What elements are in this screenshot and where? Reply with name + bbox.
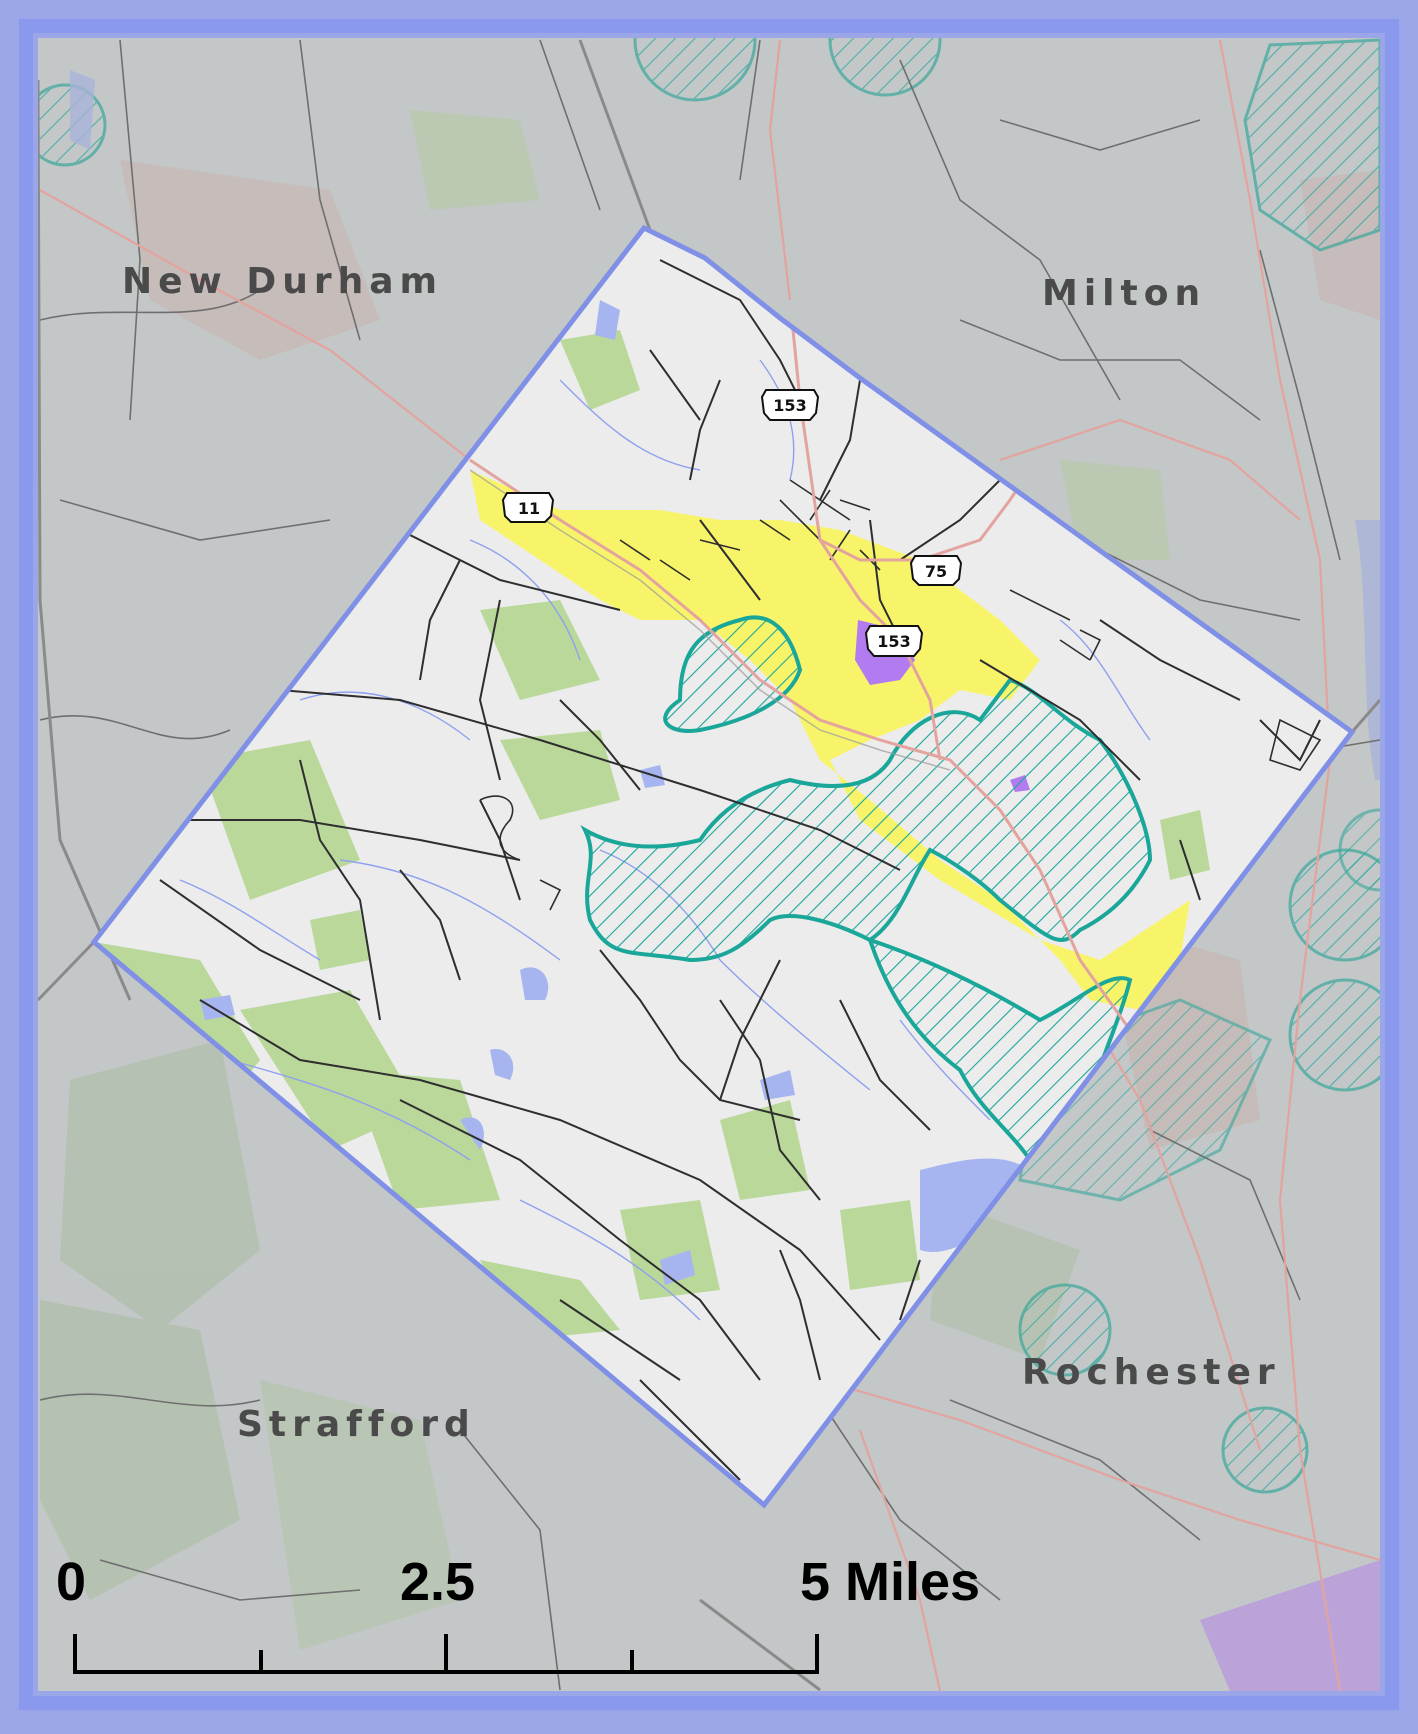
town-highway-casing bbox=[469, 469, 951, 771]
basemap bbox=[38, 38, 1380, 1691]
route-shield-75: 75 bbox=[909, 555, 963, 586]
town-interior-features bbox=[94, 259, 1322, 1481]
label-new-durham: New Durham bbox=[122, 261, 443, 302]
aquifer-hatched-zones bbox=[580, 615, 1153, 1163]
village-streets bbox=[479, 479, 1322, 911]
svg-text:11: 11 bbox=[518, 499, 540, 518]
route-shield-us11: 11 bbox=[501, 492, 555, 523]
route-shield-153-south: 153 bbox=[864, 625, 924, 657]
scale-label-0: 0 bbox=[56, 1552, 86, 1612]
scale-bar: 0 2.5 5 Miles bbox=[56, 1552, 980, 1674]
route-shield-153-north: 153 bbox=[760, 389, 820, 421]
svg-text:153: 153 bbox=[773, 396, 806, 415]
town-water bbox=[200, 300, 1030, 1285]
scale-label-5-miles: 5 Miles bbox=[800, 1552, 980, 1612]
village-zone bbox=[470, 470, 1190, 1010]
svg-text:153: 153 bbox=[877, 632, 910, 651]
svg-text:75: 75 bbox=[925, 562, 947, 581]
town-local-roads bbox=[159, 259, 1321, 1481]
label-strafford: Strafford bbox=[237, 1404, 476, 1445]
map-border bbox=[19, 19, 1399, 1710]
outside-water bbox=[70, 70, 1380, 780]
outside-major-roads bbox=[38, 39, 1380, 1691]
scale-label-2-5: 2.5 bbox=[400, 1552, 475, 1612]
label-milton: Milton bbox=[1042, 273, 1206, 314]
label-rochester: Rochester bbox=[1022, 1352, 1281, 1393]
town-boundary bbox=[90, 224, 1356, 1509]
